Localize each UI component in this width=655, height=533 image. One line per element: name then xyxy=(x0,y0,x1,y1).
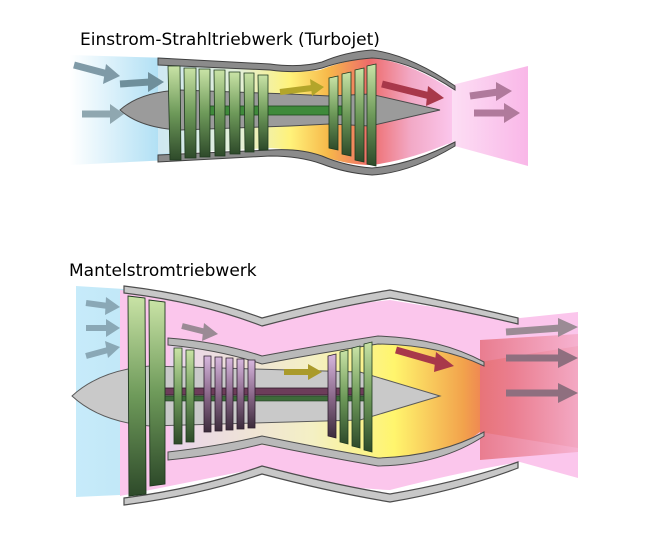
turbofan-shaft-outer xyxy=(149,387,371,396)
turbofan-bypass-arrow xyxy=(181,323,218,341)
turbofan-core-arrow xyxy=(284,364,322,380)
turbojet-combustor-arrow xyxy=(279,79,324,96)
turbofan-exhaust-plume xyxy=(480,334,578,460)
turbofan-engine xyxy=(71,285,578,506)
turbojet-compressor-blade xyxy=(257,74,269,151)
turbofan-hp-compressor-blade xyxy=(214,356,223,432)
turbofan-lp-turbine-blade xyxy=(363,341,373,453)
turbofan-flow-arrows xyxy=(85,297,578,403)
turbofan-title: Mantelstromtriebwerk xyxy=(69,261,257,281)
turbojet-engine xyxy=(70,49,528,176)
turbojet-title: Einstrom-Strahltriebwerk (Turbojet) xyxy=(80,30,380,50)
turbojet-compressor-blade xyxy=(243,72,255,153)
turbofan-hp-compressor-blade xyxy=(236,358,245,430)
turbofan-core-cowl-bottom xyxy=(167,431,485,467)
turbofan-turbine xyxy=(327,341,373,453)
turbojet-turbine-blade xyxy=(328,75,339,151)
turbofan-nacelle-top xyxy=(123,285,519,327)
turbojet-turbine-blade xyxy=(354,67,365,163)
turbofan-exhaust-arrow xyxy=(505,318,578,337)
turbofan-lp-compressor-blade xyxy=(173,347,183,445)
turbojet-compressor-blade xyxy=(228,71,241,155)
turbofan-shaft-inner xyxy=(149,395,371,402)
turbojet-compressor xyxy=(167,65,269,161)
turbofan-nacelle-bottom xyxy=(123,461,519,506)
turbojet-turbine-blade xyxy=(366,63,377,167)
turbofan-lp-turbine-blade xyxy=(351,345,361,449)
turbofan-lp-compressor xyxy=(173,347,195,445)
turbofan-lp-turbine-blade xyxy=(339,349,349,445)
turbojet-compressor-blade xyxy=(183,67,197,159)
turbofan-intake-arrow xyxy=(85,341,120,359)
turbofan-hp-compressor-blade xyxy=(203,355,212,433)
turbofan-hp-compressor-blade xyxy=(225,357,234,431)
turbofan-exhaust-arrow xyxy=(506,383,578,403)
turbojet-exhaust-arrow xyxy=(474,103,520,123)
turbojet-intake-arrow xyxy=(119,72,164,92)
turbojet-intake-arrow xyxy=(73,61,120,84)
turbofan-intake-arrow xyxy=(86,319,120,337)
turbojet-compressor-blade xyxy=(167,65,182,161)
turbojet-exhaust-arrow xyxy=(381,80,444,106)
turbofan-core-cowl-top xyxy=(167,335,485,367)
turbofan-exhaust-arrow xyxy=(506,348,578,368)
turbofan-fan xyxy=(127,295,166,497)
turbofan-hp-turbine-blade xyxy=(327,353,337,439)
turbojet-compressor-blade xyxy=(198,68,211,158)
turbofan-fan-blade xyxy=(148,299,166,487)
turbojet-compressor-blade xyxy=(213,69,226,157)
turbofan-lp-compressor-blade xyxy=(185,349,195,443)
turbojet-exhaust-arrow xyxy=(469,82,512,101)
turbofan-intake-arrow xyxy=(85,297,120,315)
turbofan-hp-compressor xyxy=(203,355,256,433)
turbojet-turbine-blade xyxy=(341,71,352,157)
turbojet-casing-top xyxy=(157,49,456,91)
turbofan-hot-exhaust-arrow xyxy=(395,346,454,372)
turbojet-turbine xyxy=(328,63,377,167)
turbojet-intake-arrow xyxy=(82,104,124,124)
turbofan-fan-blade xyxy=(127,295,147,497)
turbofan-hp-compressor-blade xyxy=(247,359,256,429)
turbojet-casing-bottom xyxy=(157,141,456,176)
turbojet-flow-arrows xyxy=(73,61,520,124)
